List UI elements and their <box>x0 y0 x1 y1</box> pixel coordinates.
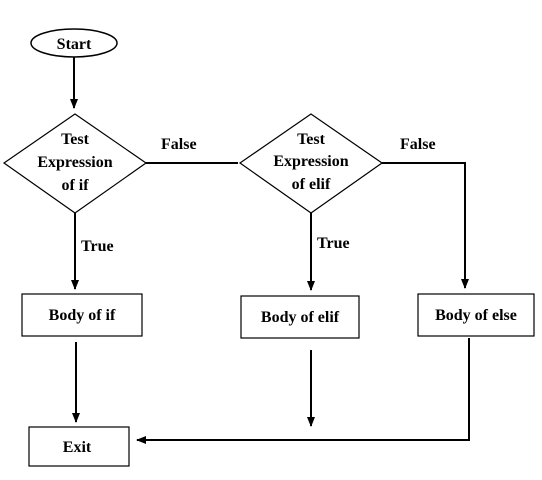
decision-elif-line3: of elif <box>292 176 331 193</box>
decision-if-line3: of if <box>61 177 89 194</box>
body-of-elif-label: Body of elif <box>261 309 340 326</box>
decision-if-line2: Expression <box>37 154 112 171</box>
label-false-2: False <box>400 136 436 153</box>
decision-if-line1: Test <box>61 131 90 148</box>
connector-false-elif-to-else <box>382 162 469 289</box>
decision-elif-line1: Test <box>297 131 326 148</box>
decision-elif-line2: Expression <box>273 153 348 170</box>
body-of-else-label: Body of else <box>435 307 517 324</box>
box-exit <box>28 426 130 467</box>
exit-label: Exit <box>63 439 92 456</box>
box-body-of-else <box>417 293 535 337</box>
box-body-of-if <box>21 293 143 337</box>
start-label: Start <box>57 36 92 53</box>
arrow-body-else-to-exit <box>136 338 470 444</box>
label-true-1: True <box>81 238 114 255</box>
box-body-of-elif <box>240 295 360 339</box>
label-false-1: False <box>161 136 197 153</box>
body-of-if-label: Body of if <box>49 307 116 324</box>
label-true-2: True <box>317 235 350 252</box>
